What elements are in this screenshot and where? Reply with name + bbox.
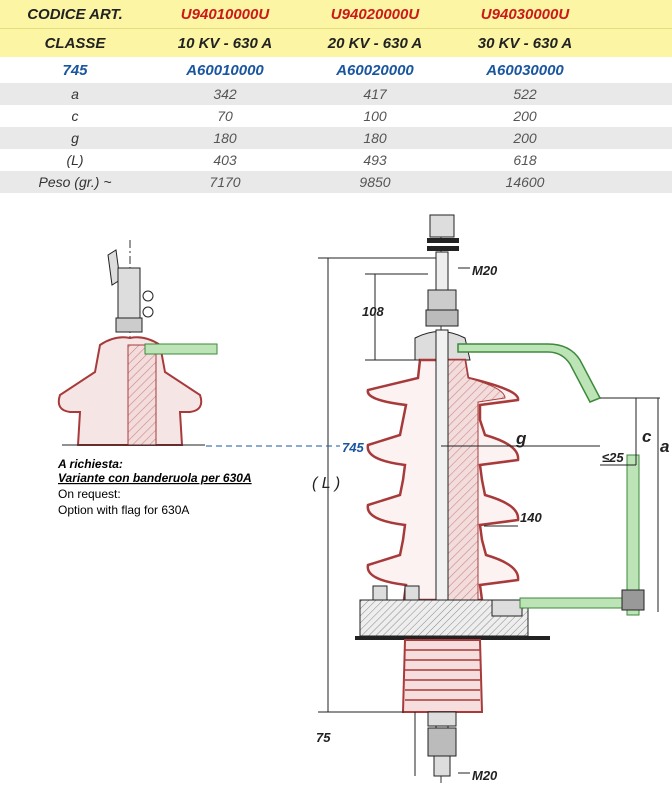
cell-value: 180 [150, 127, 300, 149]
row-label: (L) [66, 152, 84, 168]
left-detail-drawing [57, 240, 218, 446]
dim-75: 75 [316, 730, 331, 745]
row-label: Peso (gr.) ~ [0, 171, 150, 193]
class-2: 20 KV - 630 A [300, 28, 450, 57]
cell-value: 9850 [300, 171, 450, 193]
cell-value: 403 [213, 152, 237, 168]
note-en-line1: On request: [58, 487, 121, 501]
code-row-745: 745 A60010000 A60020000 A60030000 [0, 57, 672, 83]
table-row: g 180 180 200 [0, 127, 672, 149]
cell-value: 180 [300, 127, 450, 149]
table-row: Peso (gr.) ~ 7170 9850 14600 [0, 171, 672, 193]
header-label-class: CLASSE [0, 28, 150, 57]
cell-value: 100 [363, 108, 387, 124]
note-it-line1: A richiesta: [57, 457, 123, 471]
dim-108: 108 [362, 304, 384, 319]
table-row: a 342 417 522 [0, 83, 672, 105]
cell-value: 618 [513, 152, 537, 168]
dimension-lines [206, 257, 660, 776]
note-it-line2: Variante con banderuola per 630A [58, 471, 252, 485]
dim-140: 140 [520, 510, 542, 525]
code-row-label: 745 [62, 61, 88, 79]
row-label: g [0, 127, 150, 149]
cell-value: 200 [513, 108, 537, 124]
code-745-3: A60030000 [486, 61, 564, 79]
dim-g: g [515, 429, 527, 448]
row-label: a [0, 83, 150, 105]
table-row: (L) 403 493 618 [0, 149, 672, 171]
dim-745: 745 [342, 440, 364, 455]
cell-value: 493 [363, 152, 387, 168]
article-code-2: U94020000U [300, 0, 450, 29]
cell-value: 70 [217, 108, 233, 124]
header-row-class: CLASSE 10 KV - 630 A 20 KV - 630 A 30 KV… [0, 28, 672, 57]
cell-value: 14600 [450, 171, 600, 193]
cell-value: 417 [300, 83, 450, 105]
cell-value: 200 [450, 127, 600, 149]
table-row: c 70 100 200 [0, 105, 672, 127]
dim-a: a [660, 437, 669, 456]
main-insulator-drawing [355, 214, 645, 785]
dim-le25: ≤25 [602, 450, 624, 465]
technical-drawing: A richiesta: Variante con banderuola per… [57, 214, 669, 785]
class-1: 10 KV - 630 A [150, 28, 300, 57]
article-code-3: U94030000U [450, 0, 600, 29]
cell-value: 522 [450, 83, 600, 105]
code-745-2: A60020000 [336, 61, 414, 79]
dim-m20-top: M20 [472, 263, 498, 278]
dim-m20-bottom: M20 [472, 768, 498, 783]
code-745-1: A60010000 [186, 61, 264, 79]
article-code-1: U94010000U [150, 0, 300, 29]
dim-c: c [642, 427, 652, 446]
spec-table: CODICE ART. U94010000U U94020000U U94030… [0, 0, 672, 193]
cell-value: 7170 [150, 171, 300, 193]
class-3: 30 KV - 630 A [450, 28, 600, 57]
dim-L: ( L ) [312, 475, 340, 492]
header-label-code: CODICE ART. [0, 0, 150, 29]
header-row-code: CODICE ART. U94010000U U94020000U U94030… [0, 0, 672, 29]
row-label: c [71, 108, 79, 124]
note-en-line2: Option with flag for 630A [58, 503, 189, 517]
cell-value: 342 [150, 83, 300, 105]
